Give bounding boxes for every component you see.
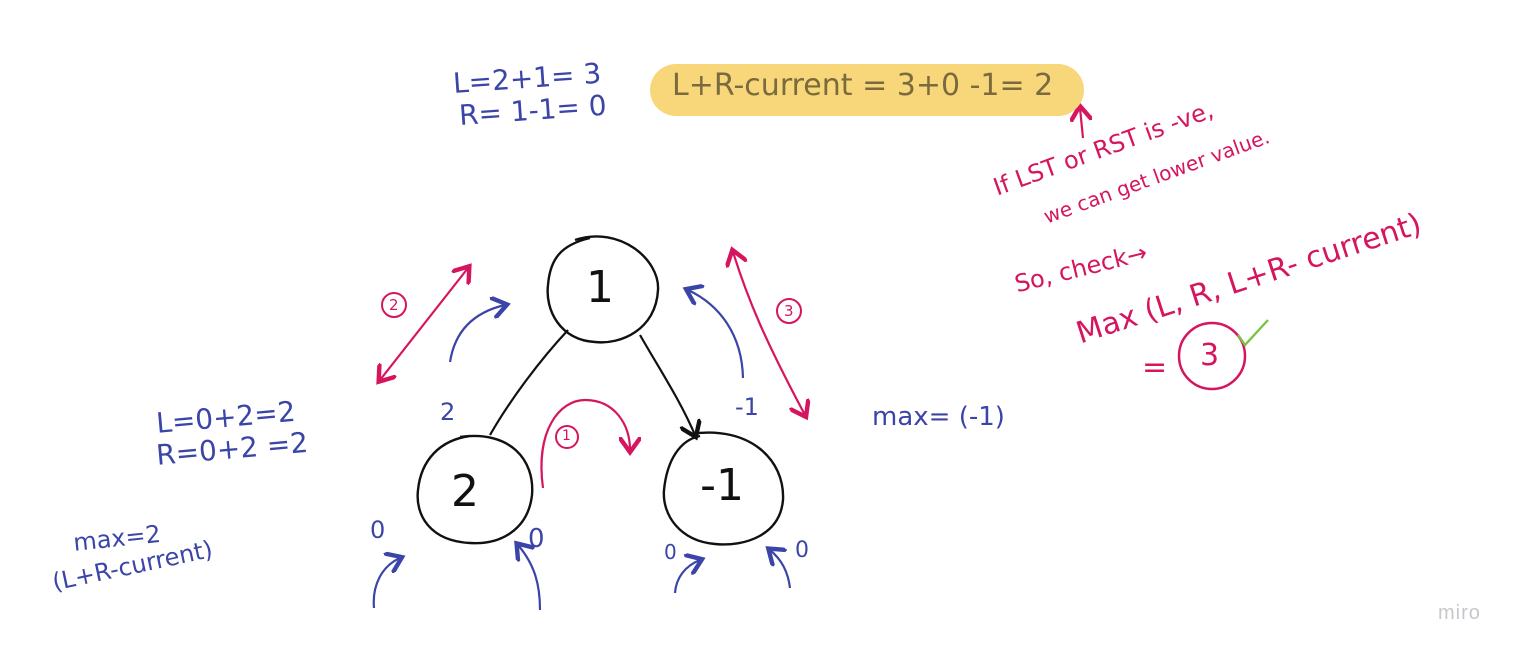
left-node-circle[interactable] (416, 434, 534, 545)
return-arrow-lr (518, 545, 542, 611)
leaf-return-lr: 0 (528, 524, 545, 554)
leaf-return-rr: 0 (795, 538, 809, 563)
root-node-circle[interactable] (546, 235, 660, 344)
result-circle (1177, 321, 1247, 391)
miro-watermark-logo: miro (1438, 602, 1481, 624)
step-arrow-1 (540, 398, 630, 489)
leaf-return-ll: 0 (370, 516, 386, 544)
return-arrow-rl (673, 560, 700, 594)
leaf-return-rl: 0 (664, 540, 677, 564)
right-max-value: max= (-1) (872, 402, 1005, 432)
step-2-label: 2 (389, 296, 399, 314)
step-3-label: 3 (784, 302, 794, 320)
step-2-circle (381, 292, 407, 318)
highlight-formula: L+R-current = 3+0 -1= 2 (672, 68, 1054, 103)
step-arrow-2 (380, 268, 468, 380)
return-arrow-rr (770, 550, 792, 589)
step-arrow-3 (733, 252, 805, 415)
root-node-value: 1 (586, 262, 614, 313)
step-1-circle (555, 425, 579, 449)
return-arrow-left-to-root (448, 305, 505, 363)
step-3-circle (776, 298, 802, 324)
left-edge-label: 2 (440, 398, 456, 426)
result-equals: = (1142, 350, 1168, 385)
note-pointer-arrow (1080, 108, 1083, 139)
right-edge-label: -1 (735, 393, 759, 421)
right-node-circle[interactable] (662, 431, 785, 546)
return-arrow-ll (372, 558, 400, 609)
right-node-value: -1 (700, 460, 744, 511)
edge-root-right (639, 334, 695, 435)
edge-root-left (489, 329, 569, 436)
left-node-value: 2 (451, 466, 479, 517)
step-1-label: 1 (562, 428, 571, 444)
check-mark-icon (1237, 319, 1269, 347)
result-value: 3 (1200, 338, 1220, 373)
return-arrow-right-to-root (688, 290, 745, 379)
highlight-sticky[interactable] (650, 64, 1084, 116)
